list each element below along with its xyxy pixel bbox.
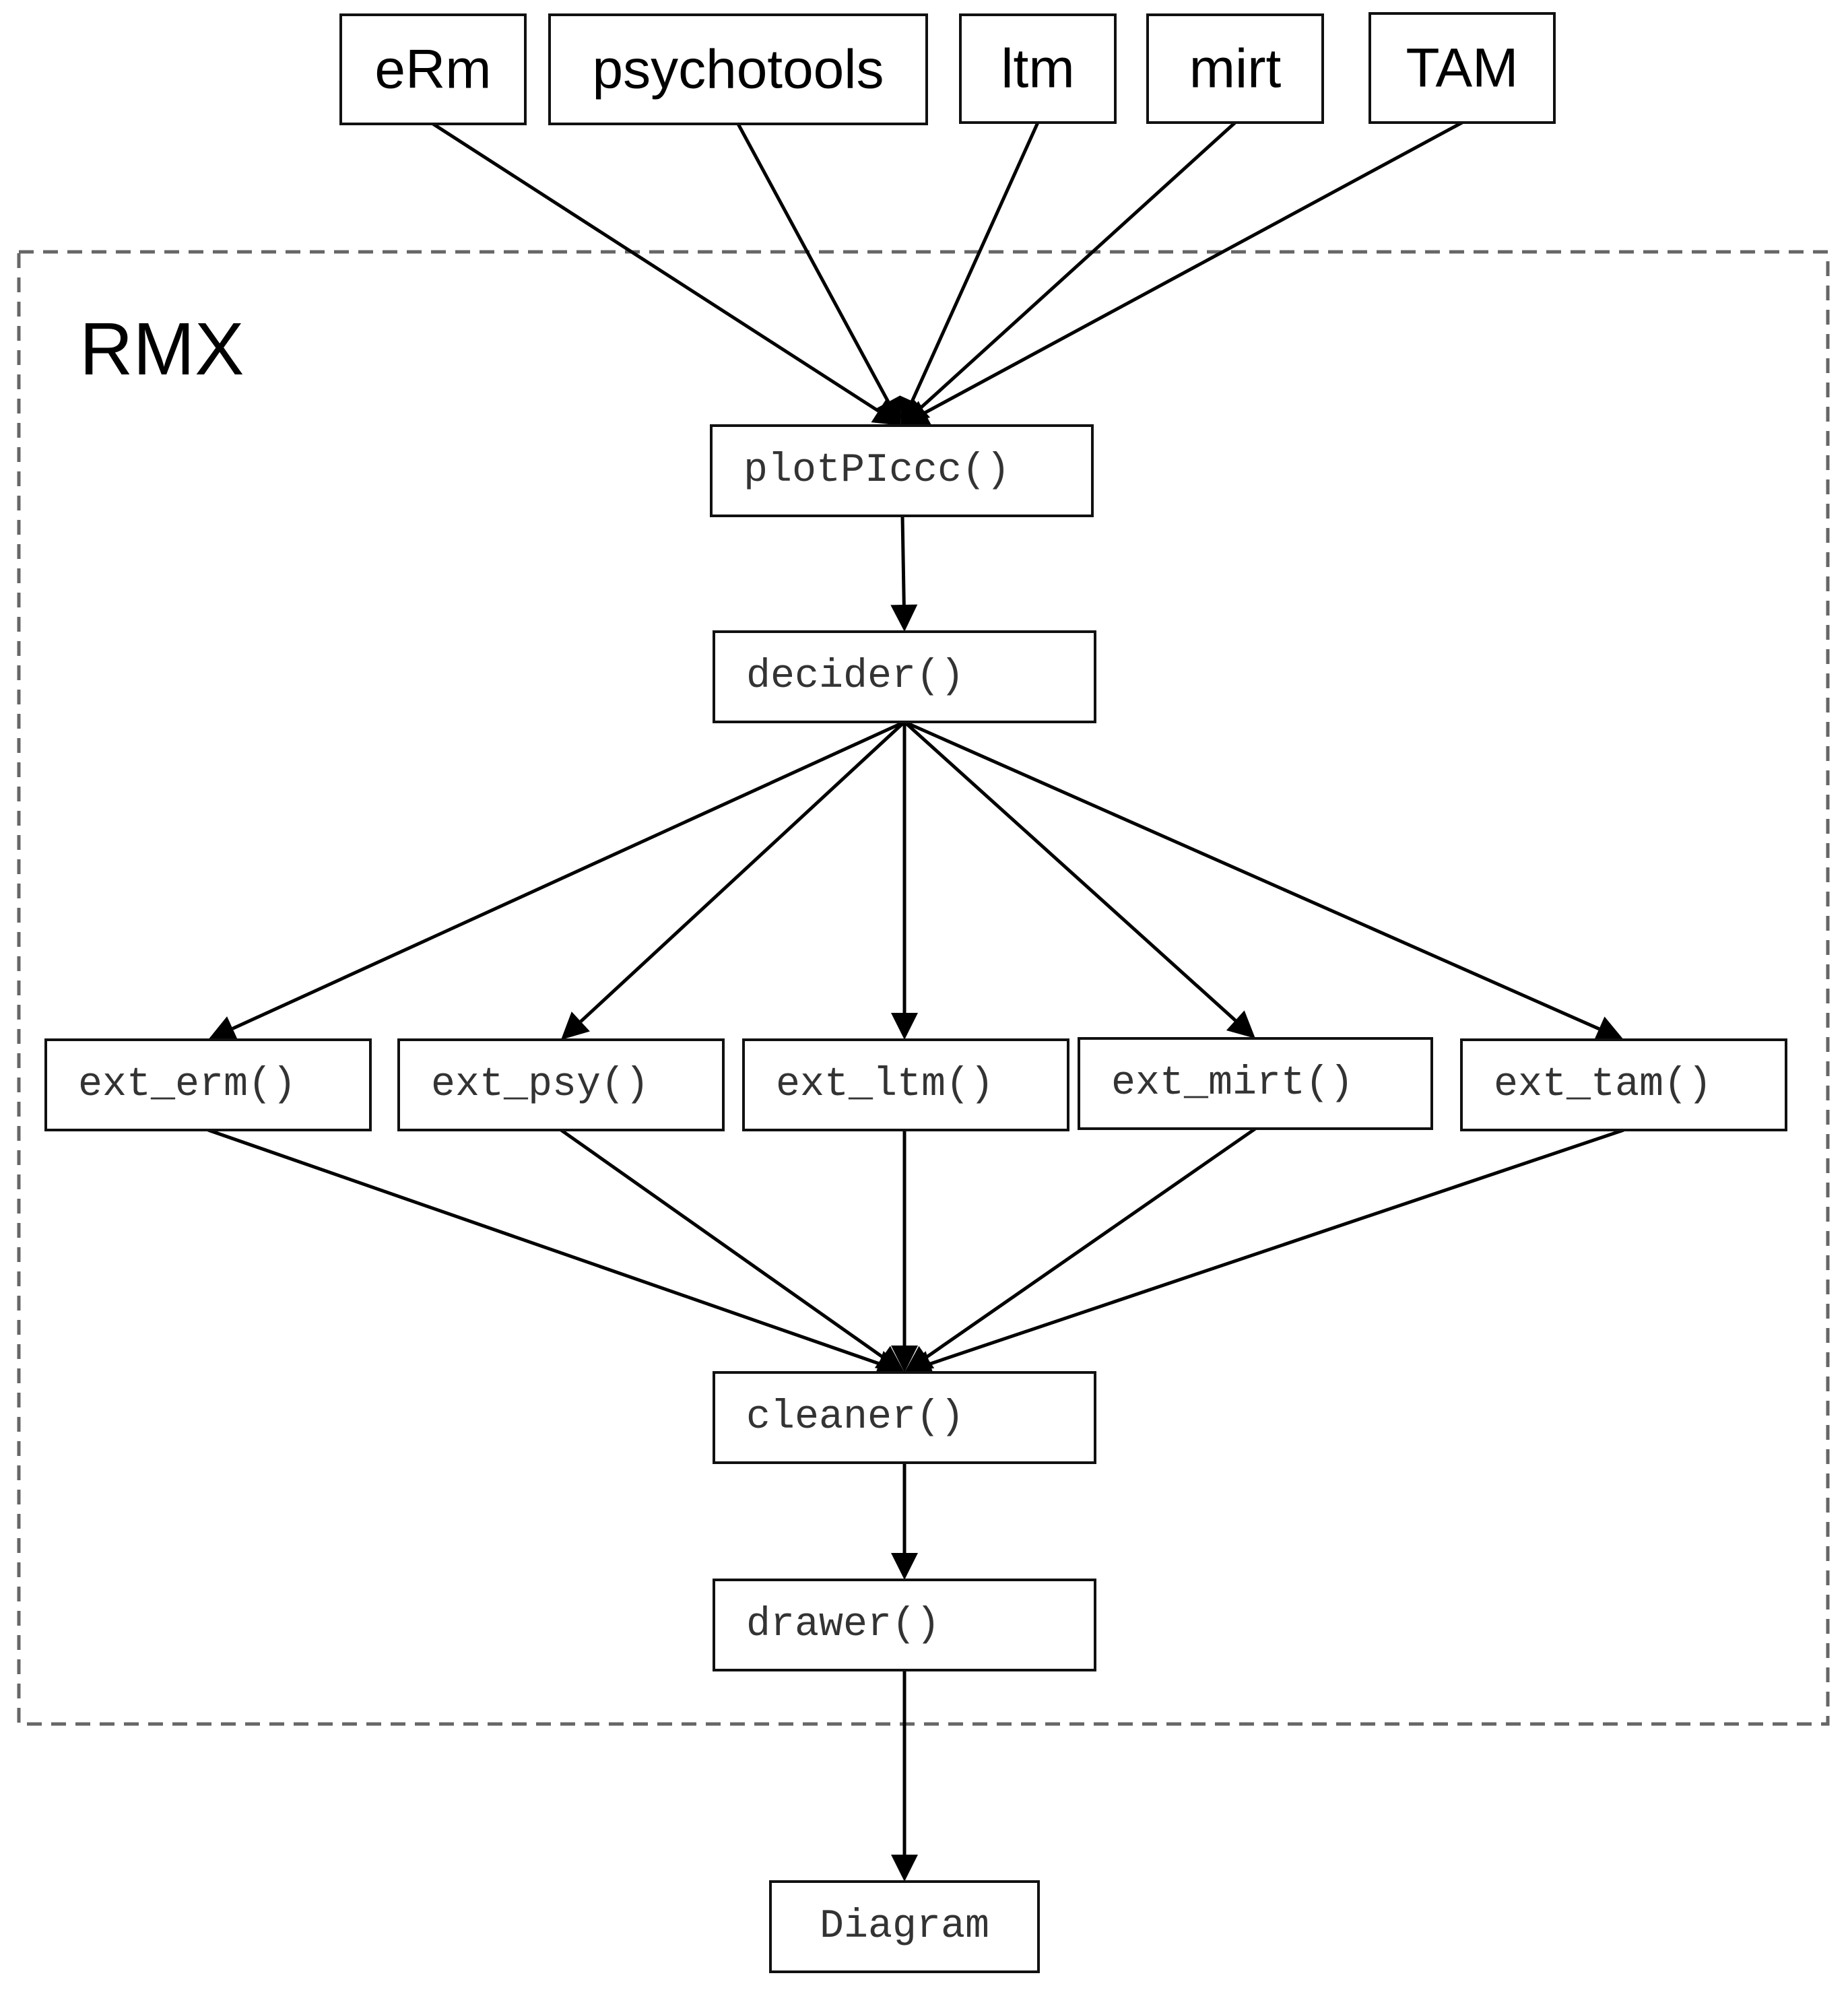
arrowhead-ext_tam-to-cleaner: [904, 1351, 935, 1377]
node-ltm-package-label: ltm: [1001, 38, 1074, 100]
node-ext-psy: ext_psy(): [397, 1038, 725, 1131]
node-ext-ltm: ext_ltm(): [742, 1038, 1069, 1131]
node-ext-mirt-label: ext_mirt(): [1111, 1061, 1354, 1106]
arrowhead-tam_pkg-to-plotpiccc: [901, 401, 931, 426]
edge-decider-to-ext_tam: [903, 720, 1600, 1031]
edge-ext_mirt-to-cleaner: [925, 1127, 1257, 1359]
arrowhead-ext_ltm-to-cleaner: [891, 1346, 918, 1372]
node-decider-label: decider(): [746, 654, 964, 700]
node-diagram-output-label: Diagram: [820, 1904, 989, 1950]
node-diagram-output: Diagram: [769, 1880, 1040, 1973]
edge-erm_pkg-to-plotpiccc: [432, 122, 880, 413]
edge-decider-to-ext_mirt: [903, 721, 1236, 1022]
node-psychotools-package: psychotools: [548, 13, 928, 125]
node-ltm-package: ltm: [959, 13, 1117, 124]
edge-ext_erm-to-cleaner: [207, 1128, 880, 1366]
arrowhead-ext_psy-to-cleaner: [874, 1346, 904, 1372]
node-mirt-package-label: mirt: [1189, 38, 1282, 100]
arrowhead-plotpiccc-to-decider: [890, 604, 918, 632]
node-erm-package: eRm: [339, 13, 527, 125]
edges: [207, 121, 1624, 1855]
edge-tam_pkg-to-plotpiccc: [924, 121, 1463, 415]
node-erm-package-label: eRm: [374, 39, 491, 100]
node-ext-erm-label: ext_erm(): [78, 1062, 296, 1108]
node-ext-psy-label: ext_psy(): [431, 1062, 649, 1108]
node-psychotools-package-label: psychotools: [592, 39, 884, 100]
arrowhead-decider-to-ext_erm: [208, 1016, 238, 1041]
arrowhead-decider-to-ext_ltm: [891, 1013, 918, 1040]
node-cleaner-label: cleaner(): [746, 1395, 964, 1440]
node-plotpiccc: plotPIccc(): [710, 424, 1094, 517]
arrowhead-drawer-to-diagram: [891, 1855, 918, 1882]
node-drawer-label: drawer(): [746, 1602, 940, 1648]
node-decider: decider(): [713, 630, 1096, 723]
edge-decider-to-ext_psy: [579, 721, 906, 1023]
rmx-container: [17, 250, 1830, 1726]
arrowhead-decider-to-ext_psy: [561, 1011, 590, 1040]
arrowhead-psychotools_pkg-to-plotpiccc: [876, 395, 901, 426]
node-tam-package: TAM: [1368, 12, 1556, 124]
edge-ext_psy-to-cleaner: [560, 1128, 884, 1358]
edge-plotpiccc-to-decider: [900, 515, 906, 605]
arrowheads: [208, 395, 1624, 1882]
node-plotpiccc-label: plotPIccc(): [744, 448, 1010, 494]
arrowhead-decider-to-ext_mirt: [1226, 1010, 1255, 1038]
node-tam-package-label: TAM: [1406, 38, 1518, 99]
edge-psychotools_pkg-to-plotpiccc: [736, 123, 890, 403]
node-ext-erm: ext_erm(): [44, 1038, 372, 1131]
arrowhead-cleaner-to-drawer: [891, 1553, 918, 1580]
edge-ext_tam-to-cleaner: [929, 1128, 1624, 1366]
node-ext-tam-label: ext_tam(): [1494, 1062, 1712, 1108]
node-cleaner: cleaner(): [713, 1371, 1096, 1464]
arrowhead-decider-to-ext_tam: [1593, 1016, 1624, 1042]
node-ext-ltm-label: ext_ltm(): [776, 1062, 994, 1108]
rmx-container-label: RMX: [79, 308, 244, 391]
edge-ltm_pkg-to-plotpiccc: [911, 121, 1040, 402]
node-mirt-package: mirt: [1146, 13, 1324, 124]
edge-mirt_pkg-to-plotpiccc: [919, 121, 1236, 409]
edge-decider-to-ext_erm: [232, 720, 906, 1030]
node-ext-tam: ext_tam(): [1460, 1038, 1787, 1131]
node-drawer: drawer(): [713, 1579, 1096, 1671]
node-ext-mirt: ext_mirt(): [1078, 1037, 1433, 1130]
